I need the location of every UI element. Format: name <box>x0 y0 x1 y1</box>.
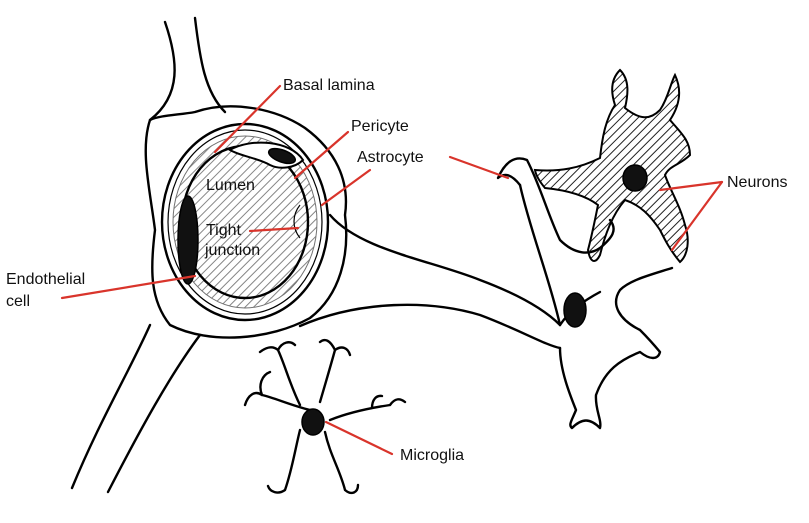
microglia-label: Microglia <box>400 446 464 465</box>
astrocyte-to-cell-leader <box>450 157 508 178</box>
microglia-cell <box>245 340 405 493</box>
microglia-leader <box>326 422 392 454</box>
neuron-nucleus <box>623 165 647 191</box>
capillary <box>162 124 328 320</box>
pericyte-label: Pericyte <box>351 117 409 136</box>
astrocyte-nucleus <box>564 293 586 327</box>
lumen-label: Lumen <box>206 176 255 195</box>
neurons-label: Neurons <box>727 173 787 192</box>
tight-junction-label-line1: Tight <box>206 221 241 240</box>
basal-lamina-label: Basal lamina <box>283 76 375 95</box>
microglia-nucleus <box>302 409 324 435</box>
tight-junction-label-line2: junction <box>205 241 260 260</box>
endothelial-nucleus <box>178 196 198 284</box>
endothelial-label-line2: cell <box>6 292 30 311</box>
astrocyte-label: Astrocyte <box>357 148 424 167</box>
endothelial-label-line1: Endothelial <box>6 270 85 289</box>
